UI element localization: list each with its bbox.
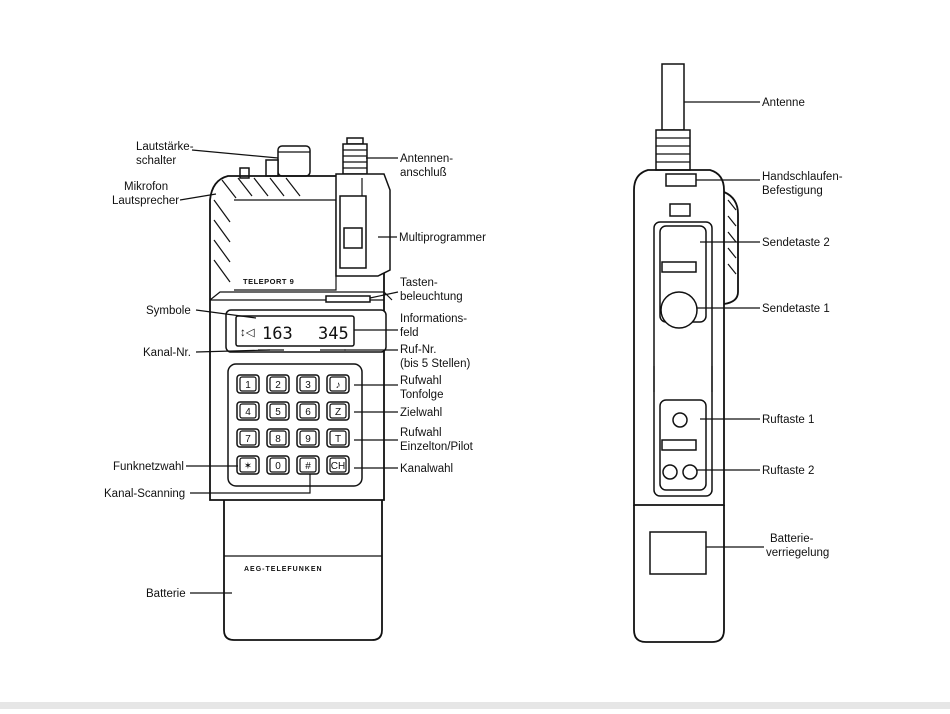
key-1-3[interactable]: Z <box>326 401 350 421</box>
key-3-2[interactable]: # <box>296 455 320 475</box>
key-label: 7 <box>245 434 251 445</box>
send-key-1 <box>660 291 698 329</box>
label-info-1: Informations- <box>400 313 467 325</box>
label-lautstaerke-2: schalter <box>136 155 176 167</box>
model-name: TELEPORT 9 <box>243 277 294 286</box>
antenna-base <box>655 129 691 171</box>
key-label: 9 <box>305 434 311 445</box>
label-tasten-2: beleuchtung <box>400 291 463 303</box>
label-ruf-nr-1: Ruf-Nr. <box>400 344 436 356</box>
label-batterie-verr-1: Batterie- <box>770 533 814 545</box>
key-2-3[interactable]: T <box>326 428 350 448</box>
key-2-1[interactable]: 8 <box>266 428 290 448</box>
volume-knob <box>277 145 311 177</box>
key-label: 8 <box>275 434 281 445</box>
side-view <box>633 63 739 643</box>
key-label: 2 <box>275 380 281 391</box>
label-funknetzwahl: Funknetzwahl <box>113 461 184 473</box>
label-ruftaste-1: Ruftaste 1 <box>762 414 814 426</box>
key-0-2[interactable]: 3 <box>296 374 320 394</box>
key-0-0[interactable]: 1 <box>236 374 260 394</box>
key-label: 3 <box>305 380 311 391</box>
side-battery <box>633 505 725 643</box>
key-1-1[interactable]: 5 <box>266 401 290 421</box>
label-rufwahl-einzel-1: Rufwahl <box>400 427 442 439</box>
antenna <box>661 63 685 131</box>
key-0-1[interactable]: 2 <box>266 374 290 394</box>
label-batterie: Batterie <box>146 588 186 600</box>
key-2-0[interactable]: 7 <box>236 428 260 448</box>
label-kanalwahl: Kanalwahl <box>400 463 453 475</box>
key-label: CH <box>331 461 345 472</box>
key-3-3[interactable]: CH <box>326 455 350 475</box>
front-right-labels: Antennen- anschluß Multiprogrammer Taste… <box>344 153 486 475</box>
key-1-0[interactable]: 4 <box>236 401 260 421</box>
label-handschlaufen-2: Befestigung <box>762 185 823 197</box>
side-labels: Antenne Handschlaufen- Befestigung Sende… <box>684 97 843 559</box>
key-3-1[interactable]: 0 <box>266 455 290 475</box>
label-mikrofon-2: Lautsprecher <box>112 195 179 207</box>
label-sendetaste-2: Sendetaste 2 <box>762 237 830 249</box>
display-lcd <box>235 315 355 347</box>
label-kanal-scanning: Kanal-Scanning <box>104 488 185 500</box>
key-2-2[interactable]: 9 <box>296 428 320 448</box>
brand-name: AEG-TELEFUNKEN <box>244 566 323 573</box>
label-tasten-1: Tasten- <box>400 277 438 289</box>
label-multiprogrammer: Multiprogrammer <box>399 232 486 244</box>
label-symbole: Symbole <box>146 305 191 317</box>
bottom-edge <box>0 702 950 709</box>
label-antennen-1: Antennen- <box>400 153 453 165</box>
small-knob <box>265 159 279 177</box>
label-batterie-verr-2: verriegelung <box>766 547 829 559</box>
label-sendetaste-1: Sendetaste 1 <box>762 303 830 315</box>
key-label: 0 <box>275 461 281 472</box>
call-key-1 <box>672 412 688 428</box>
key-label: 5 <box>275 407 281 418</box>
small-button <box>239 167 250 179</box>
label-info-2: feld <box>400 327 419 339</box>
label-rufwahl-ton-2: Tonfolge <box>400 389 443 401</box>
antenna-connector <box>342 137 368 175</box>
call-key-2a <box>662 464 678 480</box>
display-channel: 163 <box>262 324 293 344</box>
key-label: 6 <box>305 407 311 418</box>
key-label: ♪ <box>336 380 341 391</box>
label-handschlaufen-1: Handschlaufen- <box>762 171 843 183</box>
label-zielwahl: Zielwahl <box>400 407 442 419</box>
display-symbols: ↕◁ <box>240 327 256 339</box>
front-left-labels: Lautstärke- schalter Mikrofon Lautsprech… <box>104 141 311 600</box>
label-antennen-2: anschluß <box>400 167 447 179</box>
key-label: Z <box>335 407 341 418</box>
strap-mount <box>665 173 697 187</box>
key-0-3[interactable]: ♪ <box>326 374 350 394</box>
battery-lock <box>649 531 707 575</box>
front-battery <box>223 500 383 641</box>
label-kanal-nr: Kanal-Nr. <box>143 347 191 359</box>
keypad: 1 2 3 ♪ 4 5 6 Z 7 8 9 T ✶ 0 # CH <box>236 374 350 475</box>
label-mikrofon-1: Mikrofon <box>124 181 168 193</box>
key-1-2[interactable]: 6 <box>296 401 320 421</box>
key-label: 1 <box>245 380 251 391</box>
key-label: ✶ <box>244 461 252 472</box>
speaker-grille <box>213 177 301 283</box>
key-3-0[interactable]: ✶ <box>236 455 260 475</box>
call-key-2b <box>682 464 698 480</box>
display-number: 345 <box>318 324 349 344</box>
key-label: 4 <box>245 407 251 418</box>
label-lautstaerke-1: Lautstärke- <box>136 141 194 153</box>
key-label: T <box>335 434 341 445</box>
label-rufwahl-ton-1: Rufwahl <box>400 375 442 387</box>
label-ruftaste-2: Ruftaste 2 <box>762 465 814 477</box>
label-ruf-nr-2: (bis 5 Stellen) <box>400 358 470 370</box>
multiprogrammer-module <box>335 173 391 277</box>
label-antenne: Antenne <box>762 97 805 109</box>
label-rufwahl-einzel-2: Einzelton/Pilot <box>400 441 474 453</box>
key-label: # <box>305 461 311 472</box>
